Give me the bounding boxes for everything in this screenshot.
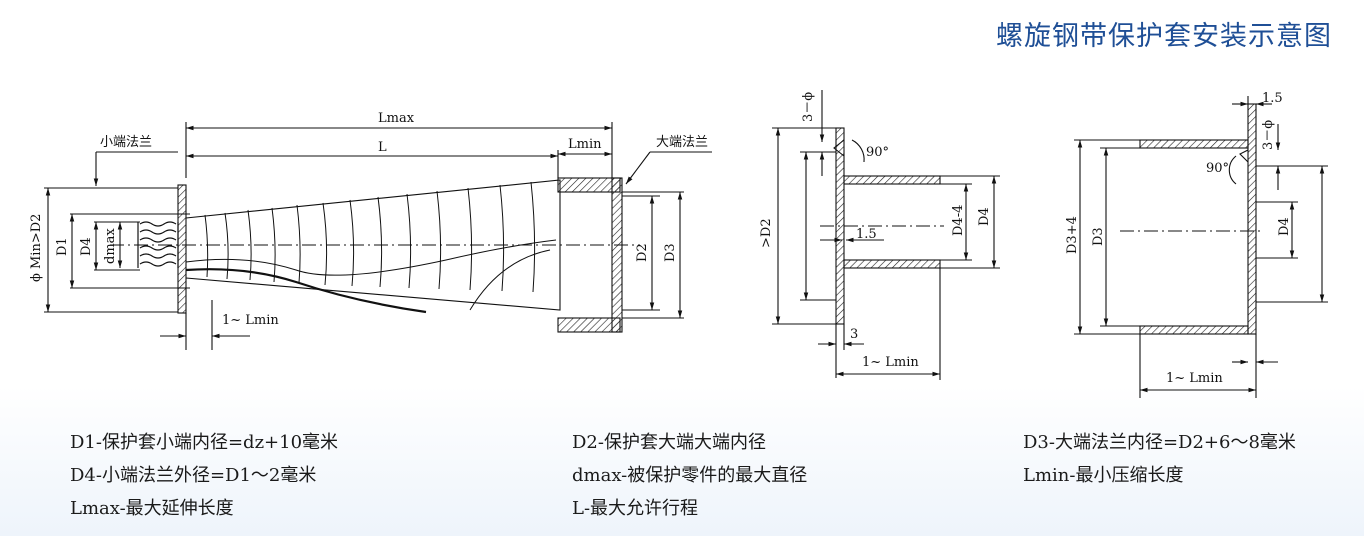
legend-item: dmax-被保护零件的最大直径 [572, 465, 808, 486]
page-title: 螺旋钢带保护套安装示意图 [996, 21, 1332, 52]
legend-item: Lmax-最大延伸长度 [70, 498, 234, 519]
tube-wall-top-large [1139, 139, 1249, 149]
label-phi-min-d2: ϕ Min>D2 [29, 214, 44, 282]
legend-item: L-最大允许行程 [572, 498, 699, 519]
label-1-5: 1.5 [856, 227, 877, 242]
label-d3-plus-4: D3+4 [1065, 216, 1080, 254]
large-flange-detail-drawing [1074, 96, 1328, 398]
spiral-guard-assembly-drawing [44, 122, 712, 350]
tube-wall-top [843, 175, 941, 185]
label-small-flange: 小端法兰 [100, 135, 152, 150]
small-flange-detail-drawing [772, 90, 1000, 380]
label-d1: D1 [55, 237, 70, 256]
label-1-5-c: 1.5 [1262, 91, 1283, 106]
legend-item: D4-小端法兰外径=D1～2毫米 [70, 465, 317, 486]
label-d4-b: D4 [977, 207, 992, 226]
label-d4-minus-4: D4-4 [951, 205, 966, 236]
tube-wall-bottom [843, 259, 941, 269]
label-3-phi-c: 3－ϕ [1261, 120, 1276, 150]
legend-item: D1-保护套小端内径=dz+10毫米 [70, 432, 339, 453]
label-1-lmin-c: 1~ Lmin [1166, 371, 1223, 386]
legend-column-2: D2-保护套大端大端内径 dmax-被保护零件的最大直径 L-最大允许行程 [572, 426, 807, 525]
middle-drawing-labels: >D2 3－ϕ 90° D4-4 D4 1.5 3 1~ Lmin [759, 92, 992, 370]
label-lmax: Lmax [378, 111, 415, 126]
large-flange-top [557, 177, 621, 193]
label-gt-d2: >D2 [759, 218, 774, 248]
left-drawing-labels: Lmax L Lmin 小端法兰 大端法兰 ϕ Min>D2 D1 D4 dma… [29, 111, 708, 328]
large-flange-plate [611, 177, 623, 333]
label-dmax: dmax [103, 228, 118, 264]
bellows-segments [204, 181, 536, 293]
legend-item: Lmin-最小压缩长度 [1023, 465, 1184, 486]
legend-item: D3-大端法兰内径=D2+6～8毫米 [1023, 432, 1296, 453]
right-drawing-labels: D3+4 D3 D4 1.5 3－ϕ 90° 1~ Lmin [1065, 91, 1292, 386]
legend-column-3: D3-大端法兰内径=D2+6～8毫米 Lmin-最小压缩长度 [1023, 426, 1296, 492]
label-d4-c: D4 [1277, 217, 1292, 236]
label-3-phi: 3－ϕ [801, 92, 816, 122]
large-flange-bottom [557, 317, 621, 333]
tube-wall-bottom-large [1139, 325, 1249, 335]
label-l: L [378, 140, 387, 155]
label-d2: D2 [635, 243, 650, 262]
flange-plate-large [1247, 103, 1257, 335]
label-d4: D4 [79, 237, 94, 256]
label-large-flange: 大端法兰 [656, 135, 708, 150]
legend-item: D2-保护套大端大端内径 [572, 432, 766, 453]
label-1-lmin-b: 1~ Lmin [862, 355, 919, 370]
label-lmin: Lmin [568, 137, 602, 152]
label-d3: D3 [663, 243, 678, 262]
legend-column-1: D1-保护套小端内径=dz+10毫米 D4-小端法兰外径=D1～2毫米 Lmax… [70, 426, 338, 525]
label-3: 3 [850, 327, 858, 342]
label-1-lmin: 1~ Lmin [222, 313, 279, 328]
label-90-deg: 90° [866, 145, 889, 160]
label-90-deg-c: 90° [1206, 161, 1229, 176]
label-d3-c: D3 [1091, 227, 1106, 246]
small-flange [177, 184, 187, 314]
